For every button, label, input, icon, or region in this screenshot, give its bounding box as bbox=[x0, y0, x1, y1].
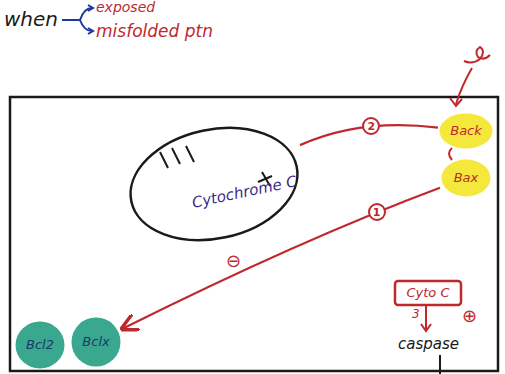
inhibit-sign: ⊖ bbox=[226, 251, 241, 271]
caspase-label: caspase bbox=[398, 336, 459, 353]
protein-oval: Bcl2 bbox=[14, 320, 66, 370]
node-text: Cytochrome C bbox=[190, 173, 298, 211]
caspase-line bbox=[439, 355, 441, 374]
scribble-arrowhead bbox=[450, 98, 462, 106]
cytoc-box: Cyto C bbox=[394, 280, 462, 306]
callout-number: 3 bbox=[412, 308, 420, 321]
callout-number: 1 bbox=[368, 203, 386, 221]
callout-number: 2 bbox=[362, 117, 380, 135]
protein-oval: Bclx bbox=[70, 316, 122, 368]
node-text: Bcl2 bbox=[26, 338, 54, 352]
branch-bracket bbox=[62, 8, 92, 31]
node-text: Bclx bbox=[82, 335, 109, 349]
node-text: Bax bbox=[454, 171, 479, 185]
protein-oval: Back bbox=[438, 112, 494, 150]
activate-sign: ⊕ bbox=[462, 306, 477, 326]
mitochondrion: Cytochrome C bbox=[128, 128, 300, 240]
note-text: misfolded ptn bbox=[96, 22, 213, 41]
cytoc-caspase-arrow bbox=[421, 306, 431, 331]
note-text: when bbox=[4, 8, 58, 30]
note-text: exposed bbox=[96, 0, 155, 15]
node-text: Back bbox=[450, 124, 482, 138]
cristae bbox=[160, 146, 272, 186]
branch-arrowheads bbox=[88, 5, 93, 34]
node-text: Cyto C bbox=[406, 286, 449, 300]
protein-oval: Bax bbox=[440, 158, 492, 198]
red-scribble bbox=[456, 47, 490, 104]
back-bax-link bbox=[449, 148, 452, 160]
cell-outline bbox=[10, 97, 498, 371]
